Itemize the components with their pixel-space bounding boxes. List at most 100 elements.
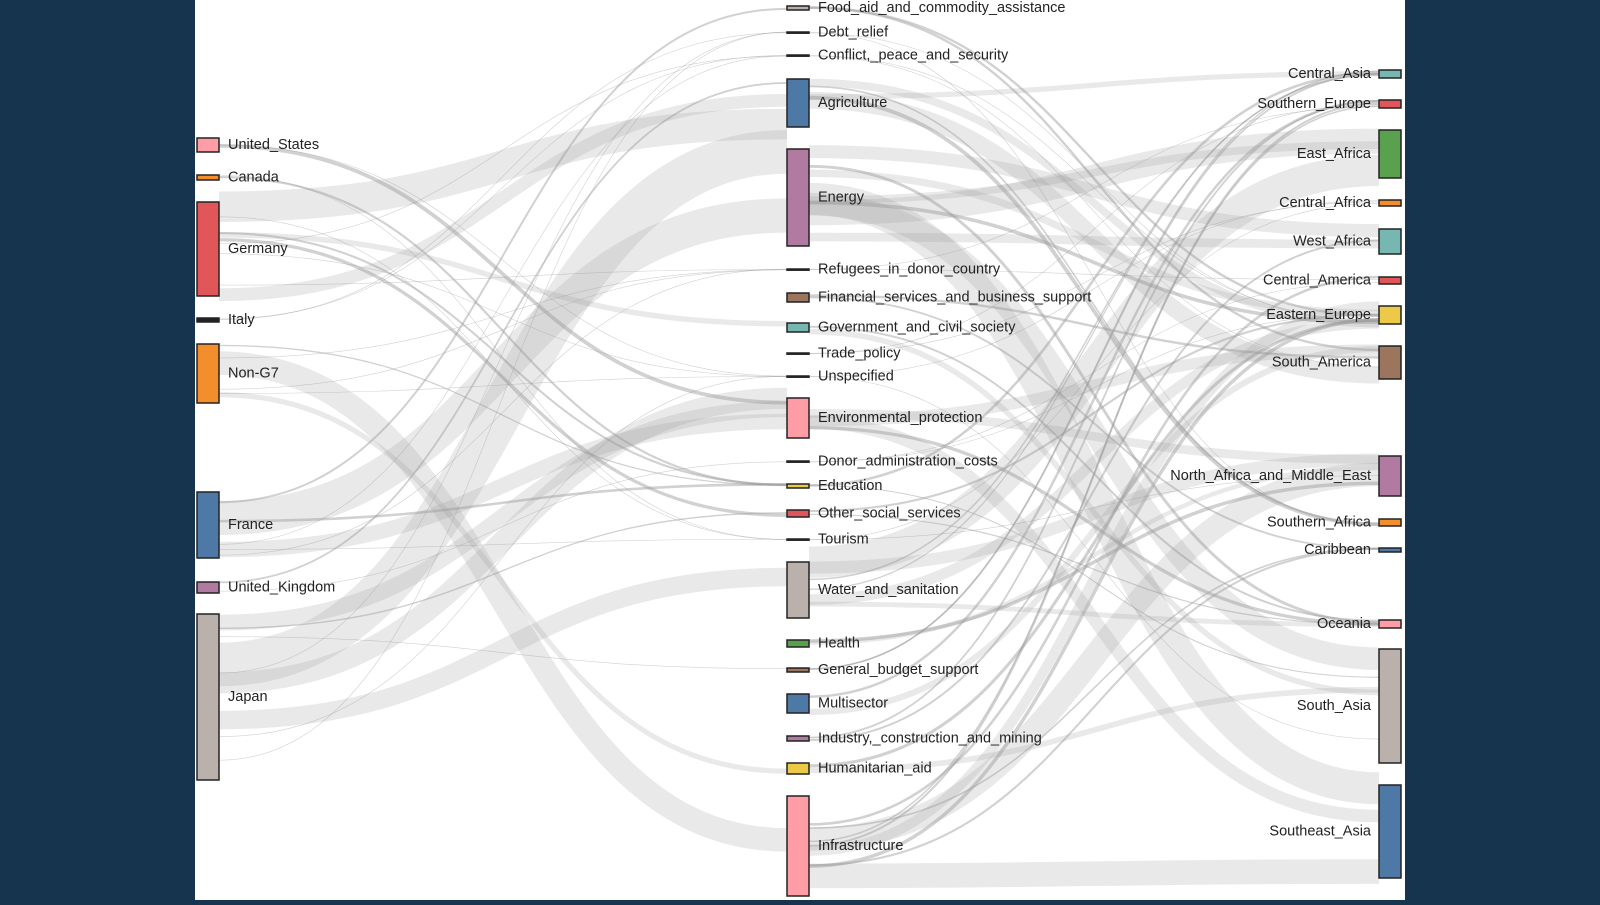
node-bar[interactable] (786, 639, 810, 648)
node-bar[interactable] (196, 137, 220, 153)
node-bar[interactable] (196, 613, 220, 781)
node-bar[interactable] (786, 795, 810, 897)
sankey-node-north-africa-and-middle-east[interactable]: North_Africa_and_Middle_East (1170, 455, 1402, 497)
node-bar[interactable] (1378, 547, 1402, 553)
node-bar[interactable] (196, 174, 220, 181)
flow-link (808, 296, 1380, 550)
node-bar[interactable] (786, 693, 810, 714)
node-bar[interactable] (196, 343, 220, 404)
node-bar[interactable] (786, 509, 810, 518)
sankey-node-central-asia[interactable]: Central_Asia (1288, 66, 1402, 82)
sankey-node-refugees-in-donor-country[interactable]: Refugees_in_donor_country (786, 262, 1001, 278)
node-bar[interactable] (786, 538, 810, 541)
sankey-node-health[interactable]: Health (786, 636, 860, 652)
node-bar[interactable] (196, 491, 220, 559)
sankey-node-food-aid-and-commodity-assistance[interactable]: Food_aid_and_commodity_assistance (786, 0, 1065, 16)
flow-link (808, 345, 1380, 716)
sankey-node-donor-administration-costs[interactable]: Donor_administration_costs (786, 454, 998, 470)
sankey-node-canada[interactable]: Canada (196, 170, 280, 186)
sankey-node-southeast-asia[interactable]: Southeast_Asia (1269, 784, 1402, 879)
sankey-node-infrastructure[interactable]: Infrastructure (786, 795, 903, 897)
node-bar[interactable] (1378, 69, 1402, 79)
node-bar[interactable] (1378, 129, 1402, 179)
node-bar[interactable] (1378, 648, 1402, 764)
node-bar[interactable] (1378, 518, 1402, 527)
sankey-node-south-asia[interactable]: South_Asia (1297, 648, 1402, 764)
sankey-node-japan[interactable]: Japan (196, 613, 268, 781)
node-bar[interactable] (786, 483, 810, 489)
sankey-node-education[interactable]: Education (786, 478, 883, 494)
flow-link (808, 141, 1380, 205)
sankey-node-southern-europe[interactable]: Southern_Europe (1257, 96, 1402, 112)
sankey-node-oceania[interactable]: Oceania (1317, 616, 1402, 632)
sankey-node-environmental-protection[interactable]: Environmental_protection (786, 397, 982, 439)
node-bar[interactable] (786, 375, 810, 378)
sankey-node-south-america[interactable]: South_America (1272, 345, 1402, 380)
sankey-node-energy[interactable]: Energy (786, 148, 865, 247)
node-bar[interactable] (786, 54, 810, 57)
sankey-node-italy[interactable]: Italy (196, 312, 255, 328)
sankey-node-humanitarian-aid[interactable]: Humanitarian_aid (786, 761, 932, 777)
node-bar[interactable] (1378, 455, 1402, 497)
node-bar[interactable] (786, 735, 810, 742)
sankey-node-united-kingdom[interactable]: United_Kingdom (196, 580, 335, 596)
node-bar[interactable] (786, 352, 810, 355)
sankey-node-germany[interactable]: Germany (196, 201, 288, 297)
node-bar[interactable] (786, 5, 810, 11)
node-bar[interactable] (1378, 619, 1402, 629)
node-bar[interactable] (1378, 276, 1402, 285)
node-label: Education (818, 478, 883, 494)
node-bar[interactable] (196, 581, 220, 594)
sankey-node-financial-services-and-business-support[interactable]: Financial_services_and_business_support (786, 290, 1091, 306)
node-bar[interactable] (786, 268, 810, 271)
sankey-node-industry-construction-and-mining[interactable]: Industry,_construction_and_mining (786, 731, 1042, 747)
node-bar[interactable] (1378, 199, 1402, 207)
sankey-node-unspecified[interactable]: Unspecified (786, 369, 894, 385)
node-bar[interactable] (1378, 305, 1402, 325)
sankey-node-central-america[interactable]: Central_America (1263, 273, 1402, 289)
sankey-node-government-and-civil-society[interactable]: Government_and_civil_society (786, 320, 1016, 336)
sankey-node-general-budget-support[interactable]: General_budget_support (786, 662, 978, 678)
sankey-node-central-africa[interactable]: Central_Africa (1279, 195, 1402, 211)
node-bar[interactable] (786, 292, 810, 303)
sankey-node-southern-africa[interactable]: Southern_Africa (1267, 515, 1402, 531)
sankey-node-caribbean[interactable]: Caribbean (1304, 542, 1402, 558)
node-bar[interactable] (786, 148, 810, 247)
node-bar[interactable] (786, 397, 810, 439)
flow-link (808, 182, 1380, 805)
flow-link (218, 392, 788, 774)
sankey-node-west-africa[interactable]: West_Africa (1293, 228, 1402, 255)
sankey-node-united-states[interactable]: United_States (196, 137, 319, 153)
sankey-node-tourism[interactable]: Tourism (786, 532, 869, 548)
node-bar[interactable] (786, 460, 810, 463)
flow-link (808, 313, 1380, 513)
node-bar[interactable] (786, 31, 810, 34)
sankey-node-multisector[interactable]: Multisector (786, 693, 888, 714)
flow-link (808, 313, 1380, 463)
node-bar[interactable] (1378, 345, 1402, 380)
flow-link (808, 481, 1380, 643)
sankey-node-water-and-sanitation[interactable]: Water_and_sanitation (786, 561, 959, 619)
node-label: Conflict,_peace_and_security (818, 48, 1009, 64)
node-bar[interactable] (196, 201, 220, 297)
flow-link (218, 538, 788, 550)
node-bar[interactable] (786, 762, 810, 775)
node-bar[interactable] (196, 317, 220, 323)
node-bar[interactable] (786, 561, 810, 619)
sankey-node-east-africa[interactable]: East_Africa (1297, 129, 1402, 179)
sankey-node-other-social-services[interactable]: Other_social_services (786, 506, 961, 522)
node-label: Italy (228, 312, 255, 328)
node-bar[interactable] (1378, 784, 1402, 879)
node-bar[interactable] (786, 78, 810, 128)
sankey-node-debt-relief[interactable]: Debt_relief (786, 25, 889, 41)
sankey-node-agriculture[interactable]: Agriculture (786, 78, 887, 128)
sankey-node-trade-policy[interactable]: Trade_policy (786, 346, 901, 362)
node-bar[interactable] (786, 667, 810, 673)
sankey-node-non-g7[interactable]: Non-G7 (196, 343, 279, 404)
node-bar[interactable] (1378, 228, 1402, 255)
sankey-node-conflict-peace-and-security[interactable]: Conflict,_peace_and_security (786, 48, 1009, 64)
sankey-node-france[interactable]: France (196, 491, 273, 559)
sankey-node-eastern-europe[interactable]: Eastern_Europe (1266, 305, 1402, 325)
node-bar[interactable] (786, 322, 810, 333)
node-bar[interactable] (1378, 99, 1402, 109)
